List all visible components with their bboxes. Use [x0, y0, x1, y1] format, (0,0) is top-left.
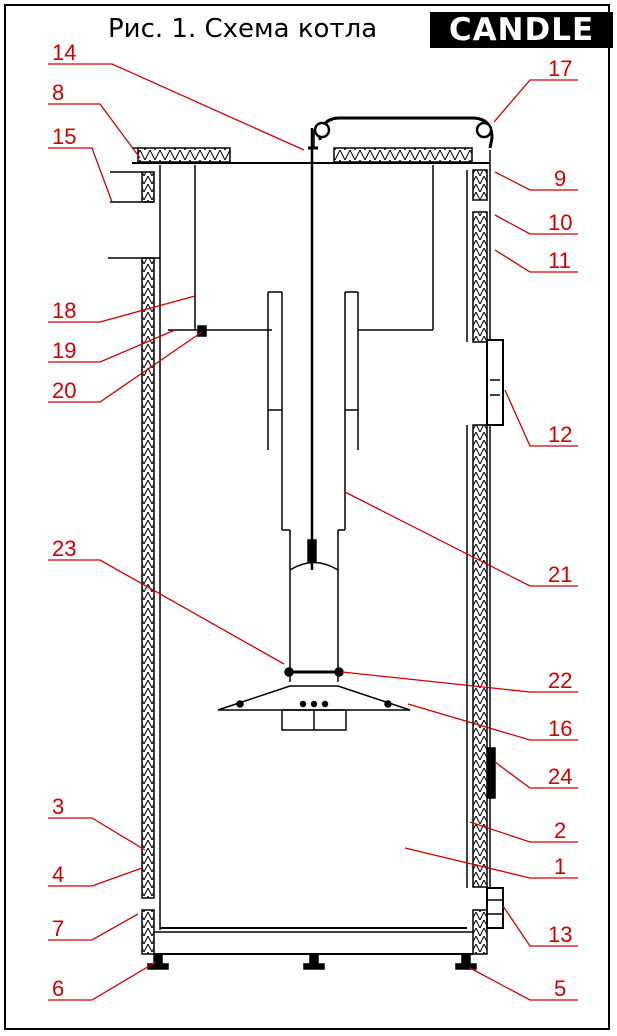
- window: [486, 339, 504, 426]
- label-12: 12: [548, 422, 572, 447]
- label-13: 13: [548, 922, 572, 947]
- label-14: 14: [52, 40, 76, 65]
- label-16: 16: [548, 716, 572, 741]
- label-20: 20: [52, 378, 76, 403]
- label-15: 15: [52, 124, 76, 149]
- figure-title: Рис. 1. Схема котла: [108, 14, 378, 44]
- label-7: 7: [52, 916, 64, 941]
- label-2: 2: [554, 818, 566, 843]
- label-18: 18: [52, 298, 76, 323]
- label-3: 3: [52, 794, 64, 819]
- label-21: 21: [548, 562, 572, 587]
- brand-logo: CANDLE: [430, 12, 613, 48]
- label-10: 10: [548, 210, 572, 235]
- label-6: 6: [52, 976, 64, 1001]
- label-23: 23: [52, 536, 76, 561]
- part-labels: 14 8 15 18 19 20 23 3 4 7 6 17 9 10 11 1…: [52, 40, 572, 1001]
- label-11: 11: [548, 248, 571, 273]
- label-24: 24: [548, 764, 572, 789]
- label-22: 22: [548, 668, 572, 693]
- label-9: 9: [554, 166, 566, 191]
- label-8: 8: [52, 80, 64, 105]
- label-17: 17: [548, 56, 572, 81]
- label-5: 5: [554, 976, 566, 1001]
- label-19: 19: [52, 338, 76, 363]
- boiler-body: [108, 116, 504, 970]
- leader-lines: [48, 63, 578, 1001]
- label-4: 4: [52, 862, 64, 887]
- left-insulation: [141, 257, 155, 899]
- figure-frame: [4, 4, 610, 1030]
- right-insulation: [472, 424, 488, 888]
- label-1: 1: [554, 854, 566, 879]
- legs: [147, 953, 477, 970]
